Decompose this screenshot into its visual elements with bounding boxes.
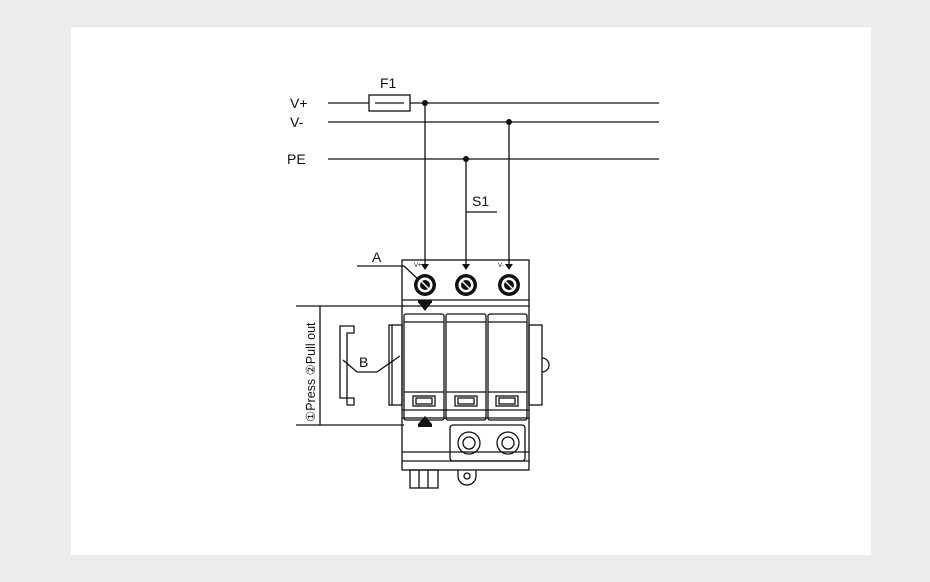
label-pe: PE xyxy=(287,151,306,167)
pull-arrow-icon xyxy=(418,416,432,424)
callout-b-leader xyxy=(342,359,358,373)
cartridge-2 xyxy=(445,313,487,421)
junction-dot xyxy=(422,100,428,106)
label-vminus: V- xyxy=(290,114,304,130)
fuse-symbol xyxy=(368,94,411,112)
status-window-2 xyxy=(454,395,478,407)
press-arrow-icon xyxy=(418,302,432,311)
terminal-pe xyxy=(455,274,477,296)
label-switch: S1 xyxy=(472,193,489,209)
bottom-socket-panel xyxy=(449,424,526,462)
terminal-label-vminus: V- xyxy=(498,263,504,269)
callout-a-label: A xyxy=(372,249,382,265)
callout-b-label: B xyxy=(359,354,368,370)
terminal-vplus xyxy=(414,274,436,296)
label-fuse: F1 xyxy=(380,75,397,91)
status-window-1 xyxy=(412,395,436,407)
junction-dot xyxy=(506,119,512,125)
junction-dot xyxy=(463,156,469,162)
din-clip-left xyxy=(388,324,403,406)
press-pull-instruction: ①Press ②Pull out xyxy=(304,322,318,422)
bottom-connector xyxy=(409,469,439,489)
status-window-3 xyxy=(495,395,519,407)
label-vplus: V+ xyxy=(290,95,308,111)
terminal-vminus xyxy=(498,274,520,296)
din-rail-profile xyxy=(339,325,355,406)
din-clip-right xyxy=(528,324,543,406)
cartridge-3 xyxy=(487,313,528,421)
terminal-label-vplus: V+ xyxy=(414,263,422,269)
